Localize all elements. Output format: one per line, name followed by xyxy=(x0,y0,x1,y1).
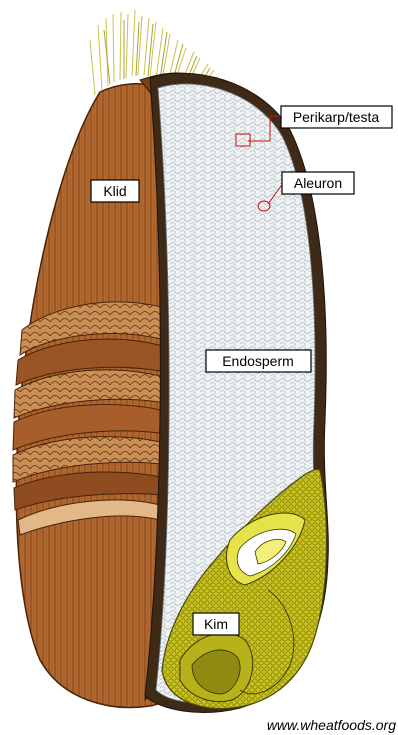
label-kim: Kim xyxy=(193,613,239,635)
label-aleuron-text: Aleuron xyxy=(294,175,342,191)
label-perikarp: Perikarp/testa xyxy=(281,106,392,128)
source-credit: www.wheatfoods.org xyxy=(267,717,396,733)
label-klid: Klid xyxy=(91,180,139,202)
label-aleuron: Aleuron xyxy=(282,172,354,194)
label-perikarp-text: Perikarp/testa xyxy=(293,109,380,125)
label-klid-text: Klid xyxy=(103,183,126,199)
label-endosperm: Endosperm xyxy=(206,350,311,372)
label-kim-text: Kim xyxy=(204,616,228,632)
label-endosperm-text: Endosperm xyxy=(222,353,294,369)
